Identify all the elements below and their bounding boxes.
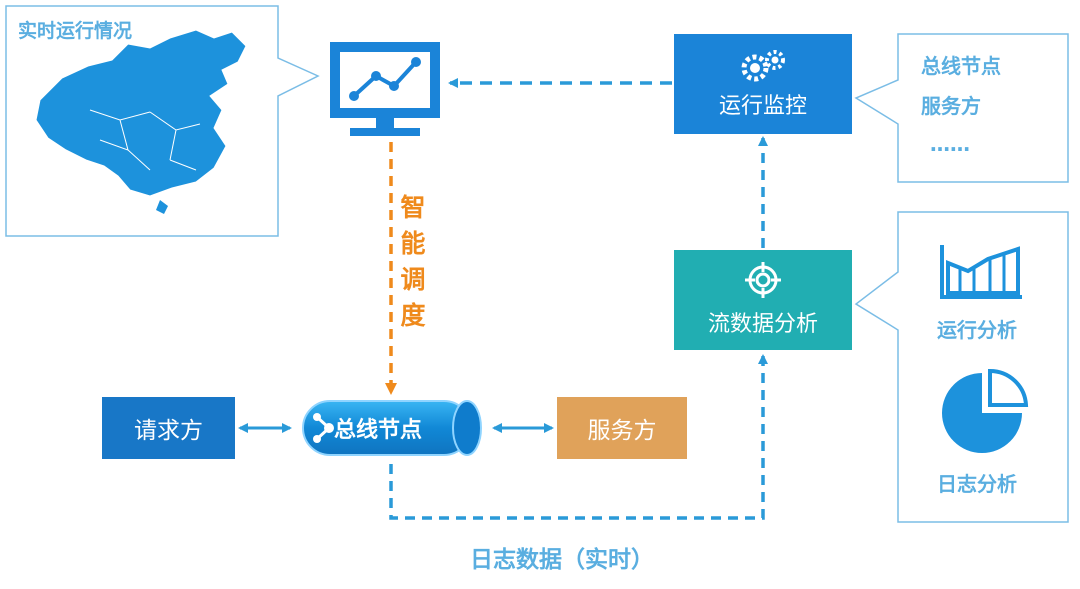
analysis-callout-frame (854, 211, 1069, 523)
target-icon (745, 262, 781, 298)
dispatch-char-1: 智 (400, 193, 426, 222)
monitor-item-ellipsis: …… (930, 132, 970, 156)
map-island (156, 200, 168, 214)
gears-icon (741, 50, 785, 82)
bus-node-cylinder (302, 400, 482, 456)
requester-box: 请求方 (102, 397, 235, 459)
monitor-item-bus-node: 总线节点 (921, 54, 1001, 78)
map-borders (89, 109, 201, 171)
share-node-icon (313, 413, 334, 443)
arrow-log-flow (389, 354, 768, 520)
monitor-item-provider: 服务方 (921, 94, 981, 118)
monitor-chart-icon (330, 42, 440, 136)
pie-chart-icon (942, 368, 1029, 453)
provider-box: 服务方 (557, 397, 687, 459)
monitor-callout-frame (854, 33, 1069, 183)
map-title: 实时运行情况 (18, 20, 133, 42)
run-analysis-label: 运行分析 (937, 318, 1017, 342)
stream-analysis-box: 流数据分析 (674, 250, 852, 350)
dispatch-char-4: 度 (400, 301, 426, 330)
dispatch-char-2: 能 (400, 229, 426, 258)
smart-dispatch-label: 智 能 调 度 (398, 190, 428, 334)
bus-node-label: 总线节点 (334, 418, 423, 443)
monitoring-box: 运行监控 (674, 34, 852, 134)
monitoring-label: 运行监控 (718, 94, 807, 119)
log-data-label: 日志数据（实时） (470, 547, 654, 573)
dispatch-char-3: 调 (400, 265, 426, 294)
area-chart-icon (940, 245, 1022, 299)
log-analysis-label: 日志分析 (937, 472, 1017, 496)
stream-analysis-label: 流数据分析 (707, 312, 818, 337)
china-map-icon (35, 29, 247, 197)
